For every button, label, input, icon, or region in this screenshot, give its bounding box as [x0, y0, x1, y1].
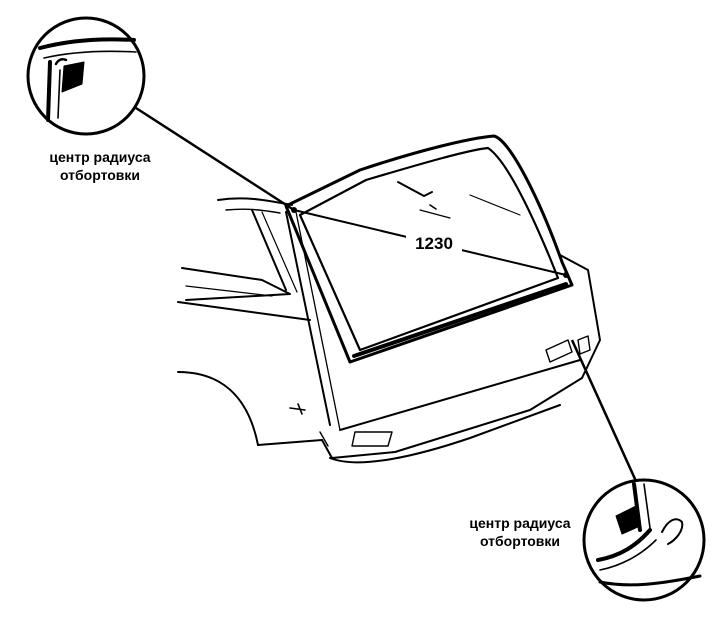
callout-label-bottom-right: центр радиуса отбортовки	[469, 515, 570, 549]
detail-magnifier-bottom-right	[582, 478, 706, 602]
callout-label-top-left: центр радиуса отбортовки	[49, 149, 150, 183]
leader-lines	[135, 106, 642, 491]
dimension-value: 1230	[415, 234, 453, 253]
detail-magnifier-top-left	[26, 16, 146, 136]
callout-label-line: отбортовки	[480, 533, 560, 549]
callout-label-line: отбортовки	[60, 167, 140, 183]
callout-label-line: центр радиуса	[469, 515, 570, 531]
dimension-line-1230: 1230	[291, 207, 569, 278]
car-body-outline	[177, 197, 601, 464]
callout-label-line: центр радиуса	[49, 149, 150, 165]
tailgate-glass-frame	[284, 134, 574, 364]
